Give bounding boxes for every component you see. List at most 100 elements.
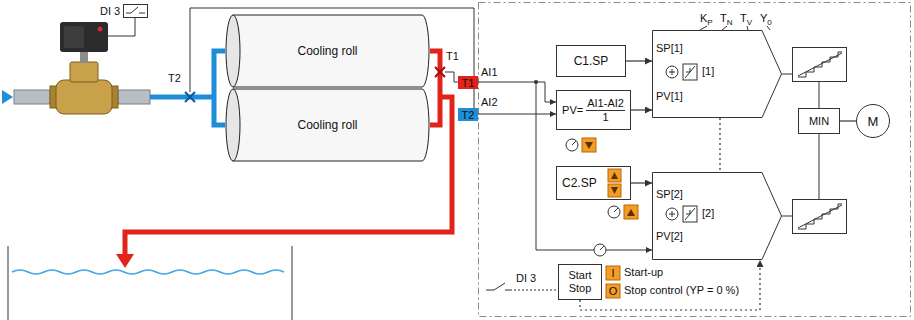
gauge-icon [600, 246, 604, 250]
ramp-block [793, 200, 847, 234]
signal-name: DI 3 [516, 272, 536, 285]
sensor-tag: T1 [458, 76, 478, 90]
node-content: SP[2][2]PV[2] [652, 172, 782, 260]
controller-outline [653, 31, 782, 118]
start-stop-box: StartStop [558, 264, 602, 300]
gauge-icon [594, 244, 606, 256]
function-label: Start-up [624, 266, 663, 279]
node-content: C2.SP [557, 167, 630, 199]
analog-input-line [534, 80, 538, 84]
summing-junction [669, 69, 675, 75]
node-text: Stop [569, 282, 592, 295]
orange-button [582, 138, 596, 152]
digital-input-switch [126, 7, 145, 13]
summing-junction [669, 211, 675, 217]
signal-line [840, 120, 856, 121]
orange-button [608, 184, 621, 197]
node-content: C1.SP [557, 46, 625, 76]
start-switch [510, 290, 558, 291]
inlet-pipe [2, 90, 13, 104]
input-name: AI1 [481, 66, 498, 79]
sensor-input-bar [458, 76, 478, 89]
parameter-name: KP [700, 12, 713, 29]
control-panel-frame [479, 3, 911, 317]
formula-denominator: 1 [602, 111, 608, 124]
node-text: MIN [809, 115, 829, 128]
button-symbol: O [606, 284, 620, 298]
ramp-block [798, 205, 842, 228]
valve [60, 22, 108, 52]
orange-button [627, 209, 635, 216]
analog-input-line [536, 82, 652, 250]
pv-formula-box: PV=AI1-AI21 [556, 90, 631, 130]
formula-text: PV= [562, 104, 583, 117]
cooling-roll: Cooling roll [225, 14, 430, 88]
control-panel-frame [479, 3, 911, 317]
valve [50, 22, 118, 114]
function-label: Stop control (YP = 0 %) [624, 284, 739, 297]
parameter-name: TV [740, 12, 752, 29]
node-content: MIN [799, 109, 839, 133]
analog-input-line [478, 80, 652, 250]
roll-body [233, 89, 429, 161]
sensor-input-bar [458, 76, 478, 121]
pid-controller: SP[1][1]PV[1] [652, 30, 782, 118]
node-text: [1] [702, 65, 714, 78]
min-selector: MIN [798, 108, 840, 134]
fraction: AI1-AI21 [586, 97, 625, 124]
orange-button [585, 142, 593, 149]
node-content: StartStop [559, 265, 601, 299]
node-text: SP[1] [656, 42, 683, 55]
ramp-block [793, 200, 847, 234]
node-text: [2] [702, 207, 714, 220]
valve [98, 27, 103, 32]
subscript: 0 [767, 18, 771, 27]
gauge-icon [566, 139, 578, 151]
pid-controller: SP[2][2]PV[2] [652, 172, 782, 260]
gauge-icon [614, 208, 618, 212]
valve [56, 80, 112, 114]
start-switch [486, 283, 558, 290]
input-name: AI2 [481, 96, 498, 109]
summing-junction [685, 208, 695, 220]
inlet-pipe [118, 90, 150, 104]
control-link [719, 118, 720, 172]
output-line [782, 74, 819, 216]
valve [70, 62, 98, 82]
digital-input-switch [124, 5, 148, 18]
roll-end [226, 89, 240, 161]
node-text: Cooling roll [297, 44, 357, 58]
controller-outline [653, 173, 782, 260]
subscript: V [747, 18, 752, 27]
sensor-name: T2 [168, 72, 181, 85]
ramp-block [793, 48, 847, 82]
ramp-block [798, 204, 842, 229]
orange-button [624, 205, 638, 219]
setpoint-box: C2.SP [556, 166, 631, 200]
subscript: N [727, 18, 733, 27]
button-symbol: I [606, 266, 620, 280]
output-line [782, 74, 819, 216]
node-content: SP[1][1]PV[1] [652, 30, 782, 118]
gauge-icon [608, 206, 620, 218]
summing-junction [683, 206, 697, 222]
gauge-icon [572, 141, 576, 145]
signal-line [631, 182, 652, 183]
motor-outline [857, 105, 890, 138]
formula-numerator: AI1-AI2 [586, 97, 625, 111]
tank [8, 246, 292, 320]
inlet-pipe [2, 51, 225, 125]
node-content: Cooling roll [225, 14, 430, 88]
orange-button [608, 169, 621, 182]
node-content: PV=AI1-AI21 [557, 91, 630, 129]
orange-button [606, 266, 620, 280]
valve [64, 26, 84, 48]
return-pipe [116, 254, 134, 268]
roll-body [233, 15, 429, 87]
summing-junction [685, 66, 695, 78]
summing-junction [666, 66, 678, 78]
start-switch [486, 283, 510, 290]
